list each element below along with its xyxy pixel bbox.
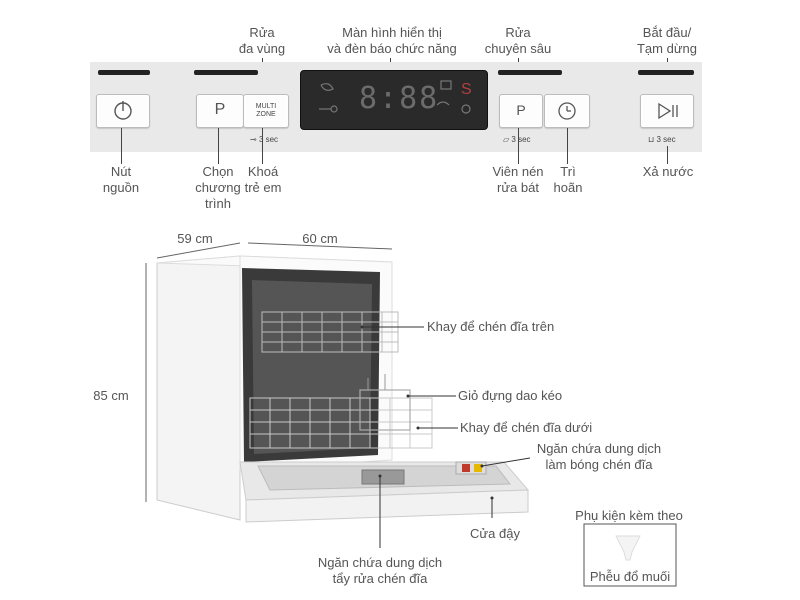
power-button[interactable]: [96, 94, 150, 128]
indicator-strip: [638, 70, 694, 75]
tablet-hint: ▱ 3 sec: [503, 135, 531, 144]
tablet-label: Viên nén rửa bát: [492, 164, 544, 195]
funnel-icon: [615, 535, 641, 561]
indicator-strip: [98, 70, 150, 75]
accessory-title: Phụ kiện kèm theo: [575, 508, 683, 523]
height-dimension: 85 cm: [93, 388, 129, 403]
indicator-strip: [194, 70, 258, 75]
rinse-icon: [436, 101, 450, 106]
leader-line: [121, 128, 122, 164]
program-glyph: P: [214, 101, 226, 118]
cutlery-basket-label: Giỏ đựng dao kéo: [458, 388, 563, 403]
drain-hint: ⊔ 3 sec: [648, 135, 676, 144]
display-label: Màn hình hiển thị và đèn báo chức năng: [327, 25, 457, 56]
indicator-strip: [498, 70, 562, 75]
delay-button[interactable]: [544, 94, 590, 128]
leader-line: [518, 128, 519, 164]
detergent-label: Ngăn chứa dung dịch tẩy rửa chén đĩa: [317, 555, 443, 586]
program-label: Chọn chương trình: [195, 164, 241, 211]
key-icon: ⊸: [250, 135, 257, 144]
lock-hint: ⊸ 3 sec: [250, 135, 279, 144]
leader-line: [218, 128, 219, 164]
drain-icon: ⊔: [648, 135, 655, 144]
display-s-indicator: S: [461, 81, 472, 98]
eco-leaf-icon: [320, 83, 334, 91]
upper-rack-label: Khay để chén đĩa trên: [427, 319, 555, 334]
salt-icon: [461, 104, 471, 114]
width-dimension: 60 cm: [302, 231, 338, 246]
power-label: Nút nguồn: [102, 164, 140, 195]
start-pause-label: Bắt đầu/ Tạm dừng: [636, 25, 697, 56]
display-screen: 8:88 S: [300, 70, 488, 130]
clock-icon: [558, 102, 576, 120]
tablet-button[interactable]: P: [499, 94, 543, 128]
accessory-item: Phễu đổ muối: [589, 569, 671, 584]
start-pause-button[interactable]: [640, 94, 694, 128]
play-pause-icon: [658, 102, 678, 120]
leader-line: [667, 146, 668, 164]
depth-dimension: 59 cm: [177, 231, 213, 246]
multi-zone-text: MULTI ZONE: [255, 103, 277, 118]
rinse-aid-label: Ngăn chứa dung dịch làm bóng chén đĩa: [536, 441, 662, 472]
power-icon: [114, 101, 132, 120]
tablet-glyph: P: [516, 102, 526, 118]
intensive-wash-label: Rửa chuyên sâu: [484, 25, 552, 56]
leader-line: [567, 128, 568, 164]
leader-line: [262, 128, 263, 164]
child-lock-label: Khoá trẻ em: [244, 164, 282, 195]
tablet-icon: [440, 80, 452, 90]
multi-zone-button[interactable]: MULTI ZONE: [243, 94, 289, 128]
lower-rack-label: Khay để chén đĩa dưới: [460, 420, 593, 435]
drain-label: Xả nước: [642, 164, 694, 179]
delay-label: Trì hoãn: [553, 164, 583, 195]
multi-zone-label: Rửa đa vùng: [238, 25, 286, 56]
display-digits: 8:88: [359, 81, 440, 116]
tablet-icon: ▱: [503, 135, 510, 144]
display-icons: [319, 80, 471, 114]
door-label: Cửa đậy: [470, 526, 520, 541]
